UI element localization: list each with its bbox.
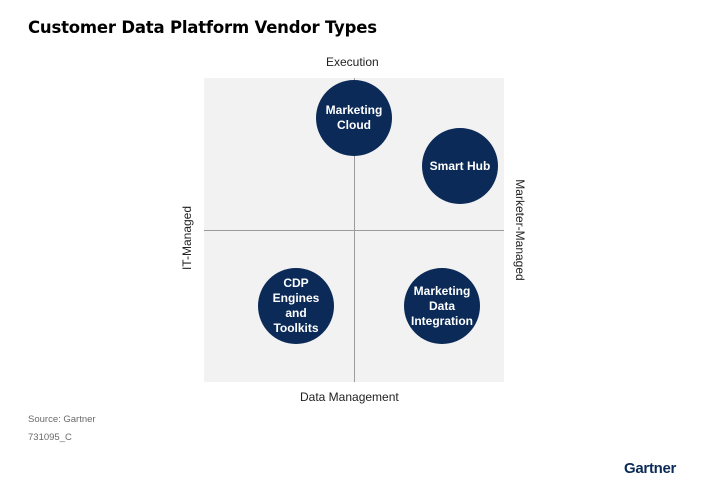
gartner-logo: Gartner — [624, 460, 677, 477]
horizontal-axis-line — [204, 230, 504, 231]
bubble-marketing-data-integration: Marketing Data Integration — [404, 268, 480, 344]
bubble-cdp-engines: CDP Engines and Toolkits — [258, 268, 334, 344]
axis-label-bottom: Data Management — [300, 390, 399, 404]
bubble-marketing-cloud: Marketing Cloud — [316, 80, 392, 156]
axis-label-top: Execution — [326, 55, 379, 69]
axis-label-right: Marketer-Managed — [513, 179, 527, 281]
page-title: Customer Data Platform Vendor Types — [28, 18, 377, 37]
bubble-smart-hub: Smart Hub — [422, 128, 498, 204]
axis-label-left: IT-Managed — [180, 205, 194, 271]
figure-id: 731095_C — [28, 432, 72, 443]
source-note: Source: Gartner — [28, 414, 96, 425]
